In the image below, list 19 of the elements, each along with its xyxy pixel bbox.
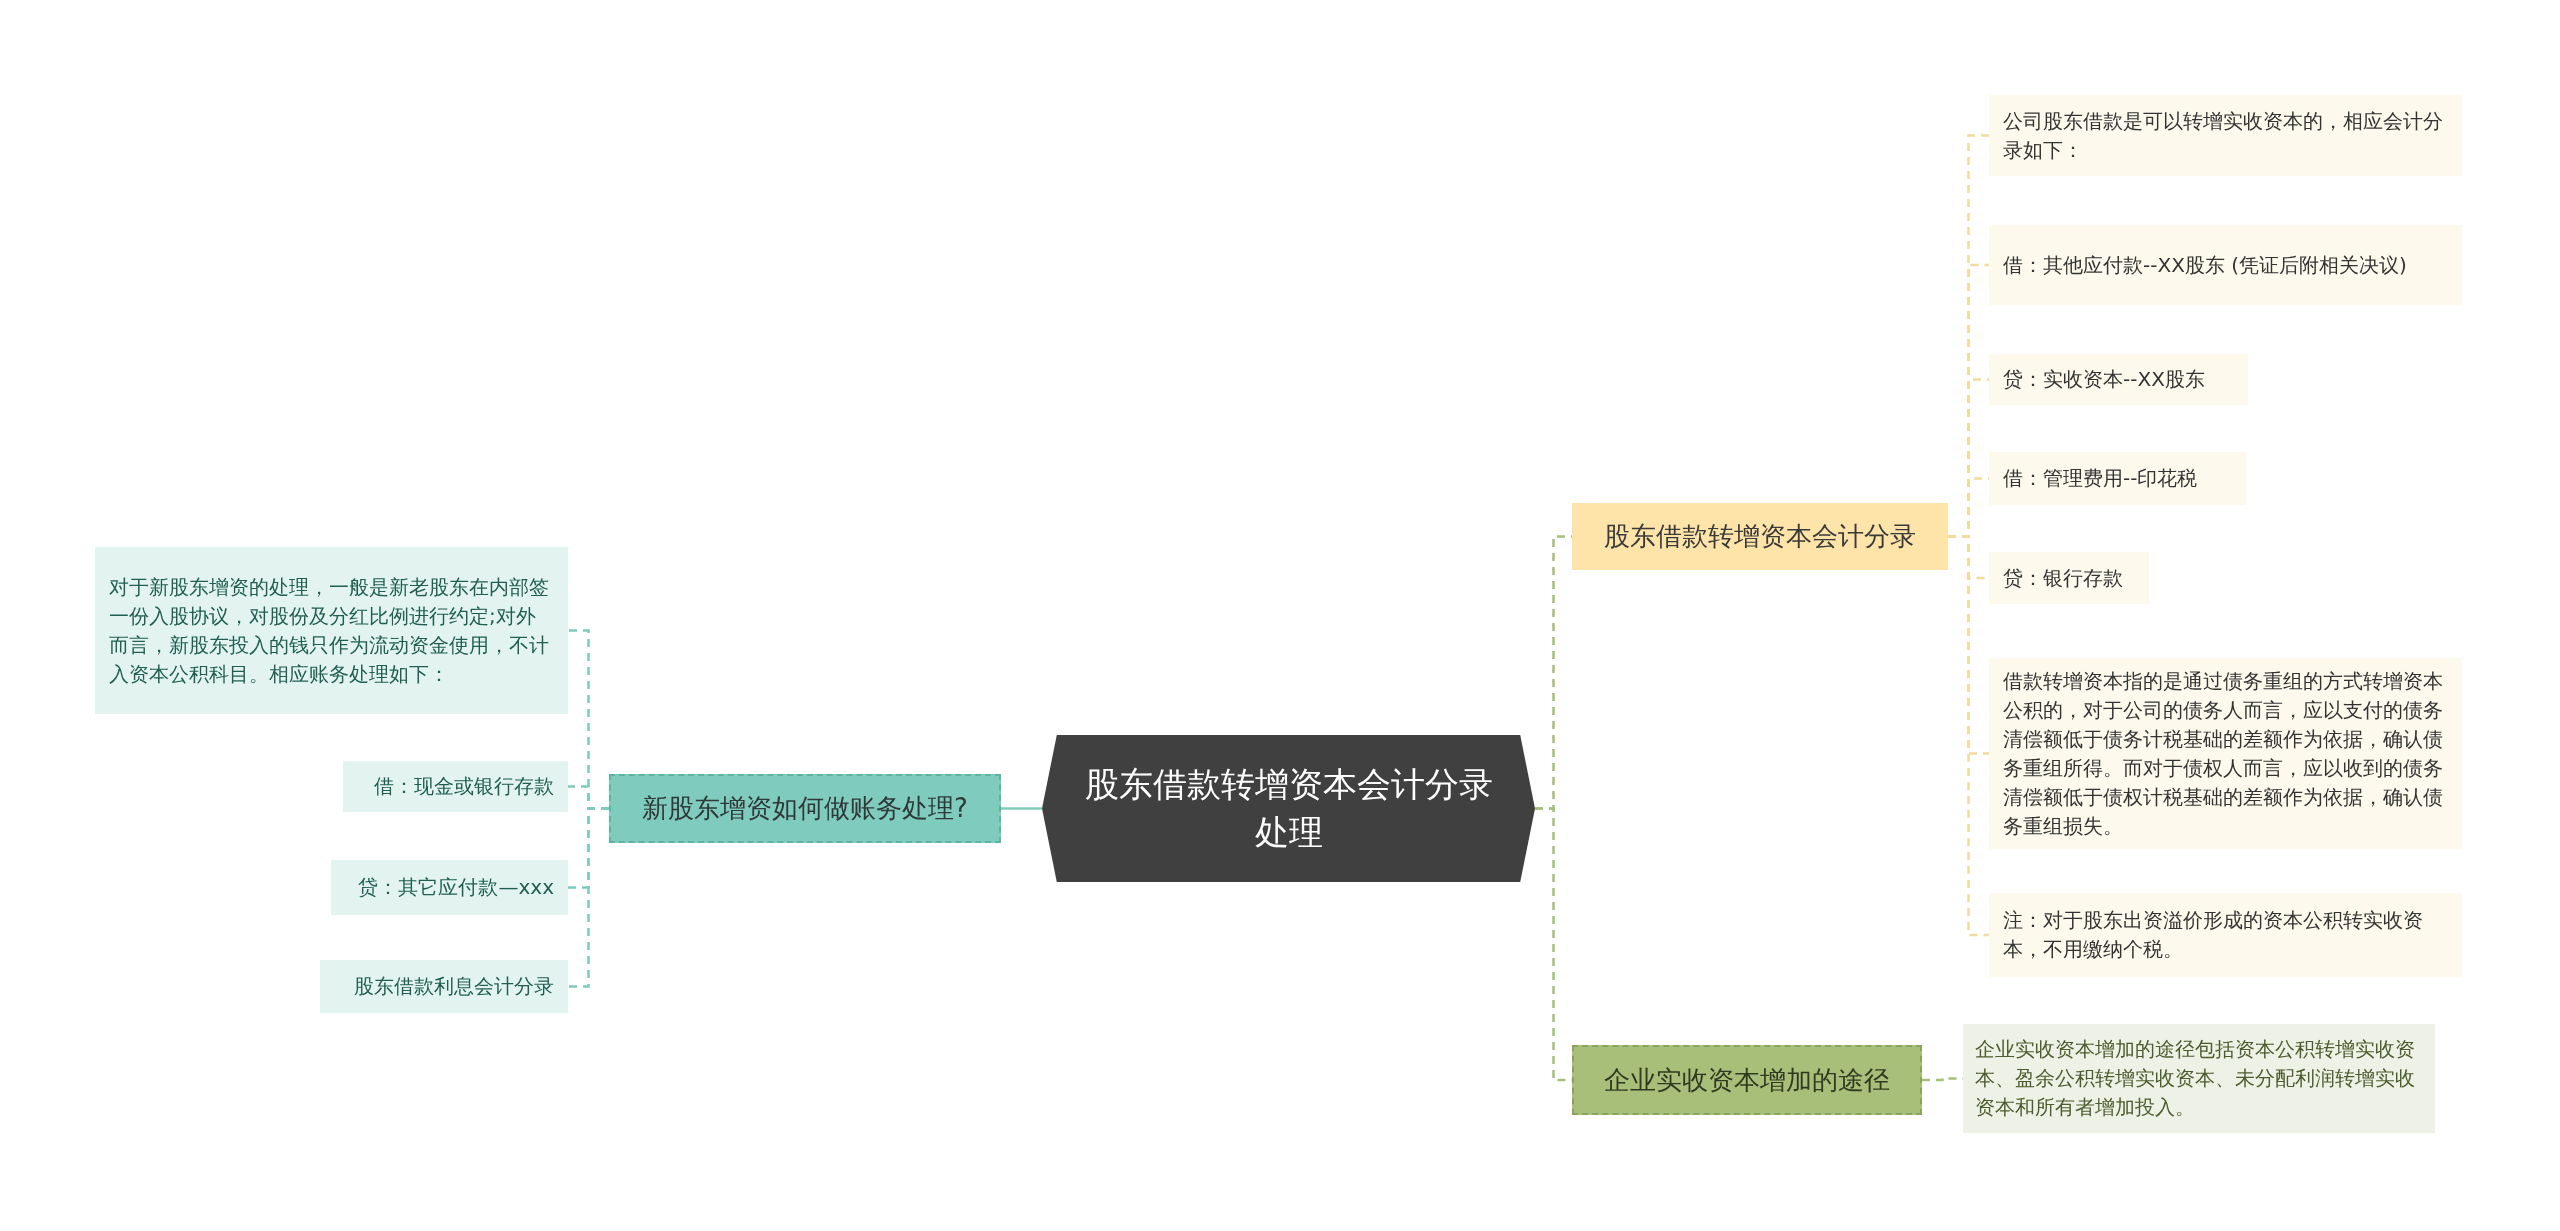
connector-line [1948,535,1989,937]
note-card: 企业实收资本增加的途径包括资本公积转增实收资本、盈余公积转增实收资本、未分配利润转增实收资本和所有者增加投入。 [1963,1024,2435,1133]
note-card: 对于新股东增资的处理，一般是新老股东在内部签一份入股协议，对股份及分红比例进行约定;对外而言，新股东投入的钱只作为流动资金使用，不计入资本公积科目。相应账务处理如下： [95,547,568,714]
branch-topic: 企业实收资本增加的途径 [1572,1045,1922,1115]
note-card: 借款转增资本指的是通过债务重组的方式转增资本公积的，对于公司的债务人而言，应以支付的债务清偿额低于债务计税基础的差额作为依据，确认债务重组所得。而对于债权人而言，应以收到的债务清偿额低于债权计税基础的差额作为依据，确认债务重组损失。 [1989,658,2462,849]
note-card: 注：对于股东出资溢价形成的资本公积转实收资本，不用缴纳个税。 [1989,893,2462,977]
branch-topic: 新股东增资如何做账务处理? [609,774,1001,843]
connector-line [1001,807,1042,810]
connector-line [568,807,609,988]
note-card: 股东借款利息会计分录 [320,960,568,1013]
note-card: 贷：银行存款 [1989,552,2149,604]
note-card: 贷：实收资本--XX股东 [1989,354,2248,405]
note-card: 借：其他应付款--XX股东 (凭证后附相关决议) [1989,225,2462,305]
note-card: 公司股东借款是可以转增实收资本的，相应会计分录如下： [1989,95,2462,176]
note-card: 借：管理费用--印花税 [1989,452,2246,505]
note-card: 借：现金或银行存款 [343,761,568,812]
note-card: 贷：其它应付款—xxx [331,860,568,915]
central-topic: 股东借款转增资本会计分录处理 [1042,735,1535,882]
branch-topic: 股东借款转增资本会计分录 [1572,503,1948,570]
